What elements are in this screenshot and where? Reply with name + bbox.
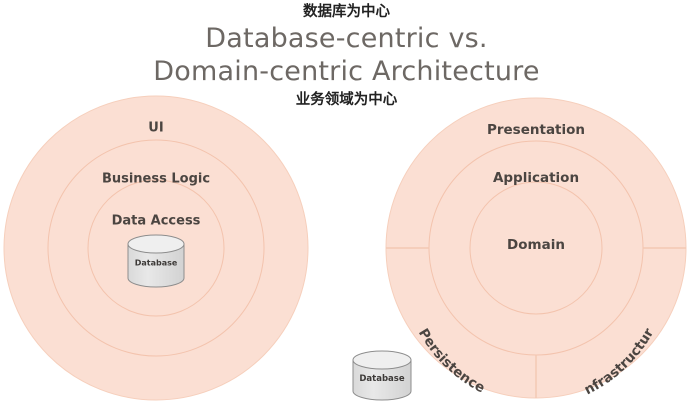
ring-domain	[469, 181, 603, 315]
right-architecture-circles	[385, 97, 687, 399]
cylinder-top	[127, 234, 185, 254]
cylinder-body	[127, 243, 185, 288]
cylinder-body	[352, 359, 412, 401]
cylinder-top	[352, 350, 412, 370]
right-database-cylinder	[352, 350, 412, 401]
left-database-cylinder	[127, 234, 185, 288]
